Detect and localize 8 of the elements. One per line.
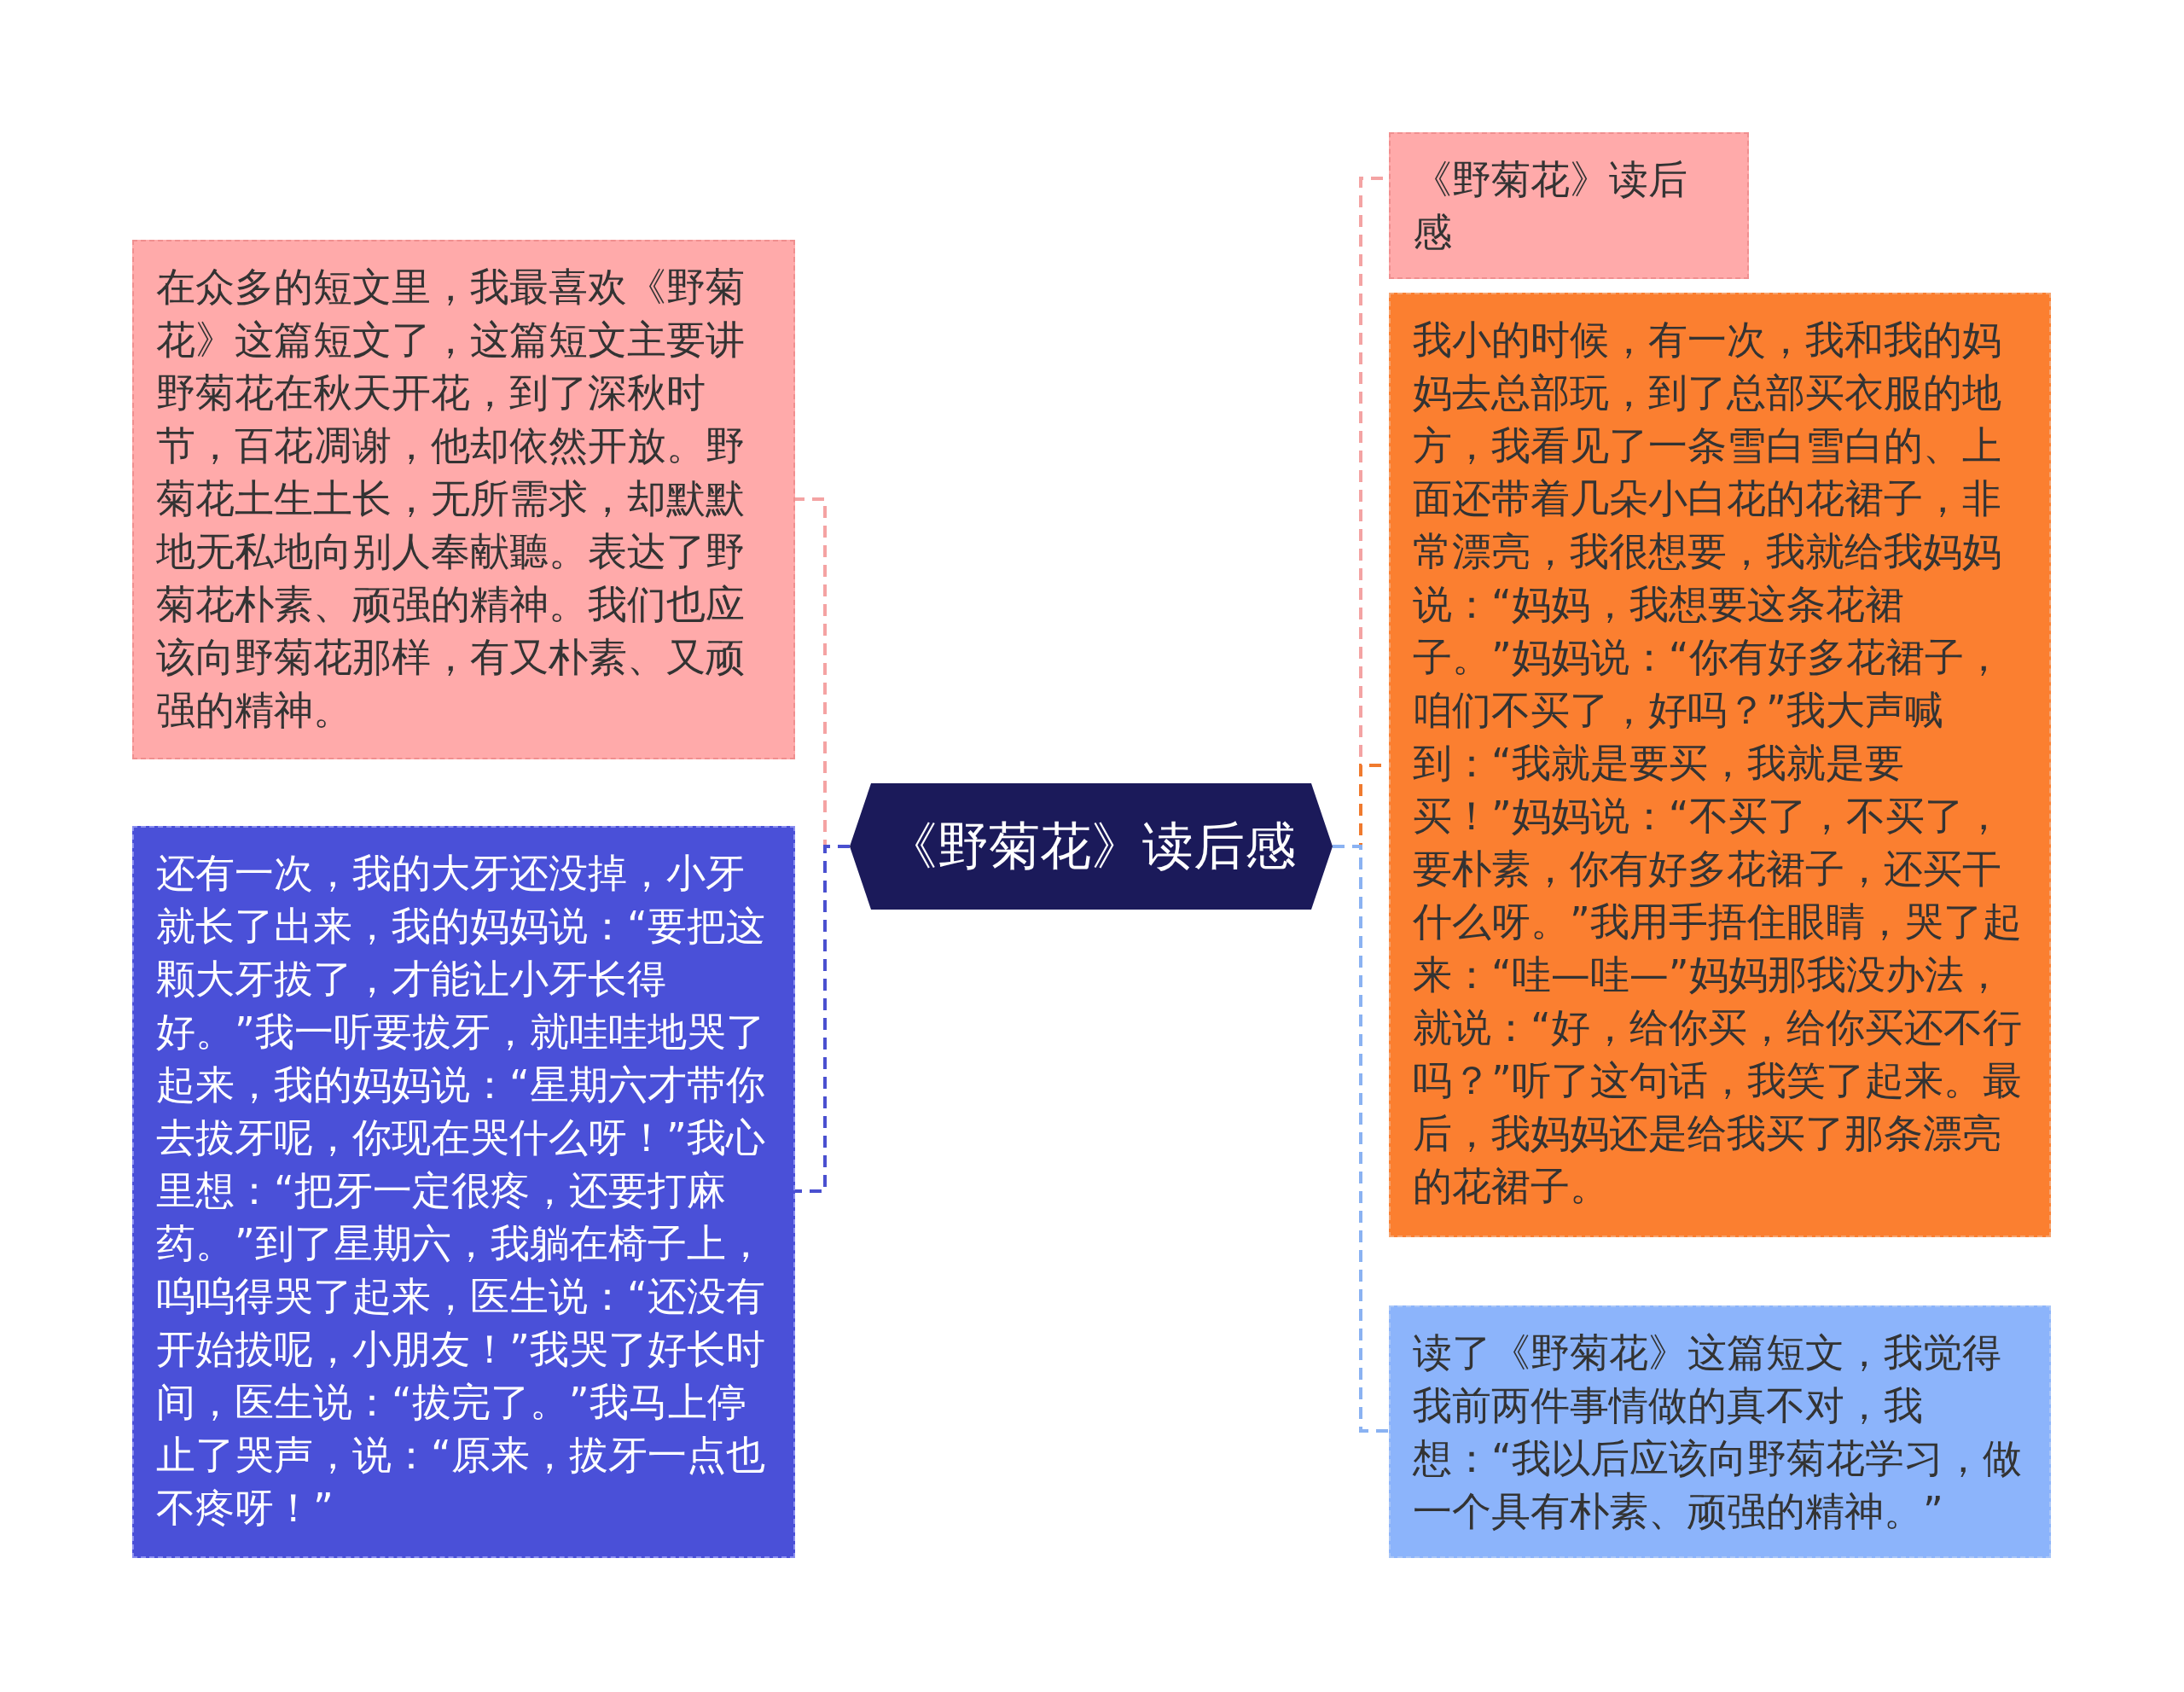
topic-hexagon: 《野菊花》读后感 [850, 783, 1333, 910]
text-box: 在众多的短文里，我最喜欢《野菊花》这篇短文了，这篇短文主要讲野菊花在秋天开花，到了深秋时节，百花凋谢，他却依然开放。野菊花土生土长，无所需求，却默默地无私地向别人奉献聽。表达了野菊花朴素、顽强的精神。我们也应该向野菊花那样，有又朴素、又顽强的精神。 [132, 240, 795, 759]
connector-line [1333, 845, 1389, 1433]
text-box: 《野菊花》读后感 [1389, 132, 1749, 279]
text-box: 还有一次，我的大牙还没掉，小牙就长了出来，我的妈妈说：“要把这颗大牙拔了，才能让小牙长得好。”我一听要拔牙，就哇哇地哭了起来，我的妈妈说：“星期六才带你去拔牙呢，你现在哭什么呀！”我心里想：“把牙一定很疼，还要打麻药。”到了星期六，我躺在椅子上，呜呜得哭了起来，医生说：“还没有开始拔呢，小朋友！”我哭了好长时间，医生说：“拔完了。”我马上停止了哭声，说：“原来，拔牙一点也不疼呀！” [132, 826, 795, 1558]
text-box: 我小的时候，有一次，我和我的妈妈去总部玩，到了总部买衣服的地方，我看见了一条雪白雪白的、上面还带着几朵小白花的花裙子，非常漂亮，我很想要，我就给我妈妈说：“妈妈，我想要这条花裙子。”妈妈说：“你有好多花裙子，咱们不买了，好吗？”我大声喊到：“我就是要买，我就是要买！”妈妈说：“不买了，不买了，要朴素，你有好多花裙子，还买干什么呀。”我用手捂住眼睛，哭了起来：“哇—哇—”妈妈那我没办法，就说：“好，给你买，给你买还不行吗？”听了这句话，我笑了起来。最后，我妈妈还是给我买了那条漂亮的花裙子。 [1389, 293, 2051, 1237]
text-box: 读了《野菊花》这篇短文，我觉得我前两件事情做的真不对，我想：“我以后应该向野菊花学习，做一个具有朴素、顽强的精神。” [1389, 1305, 2051, 1558]
connector-line [795, 845, 850, 1193]
